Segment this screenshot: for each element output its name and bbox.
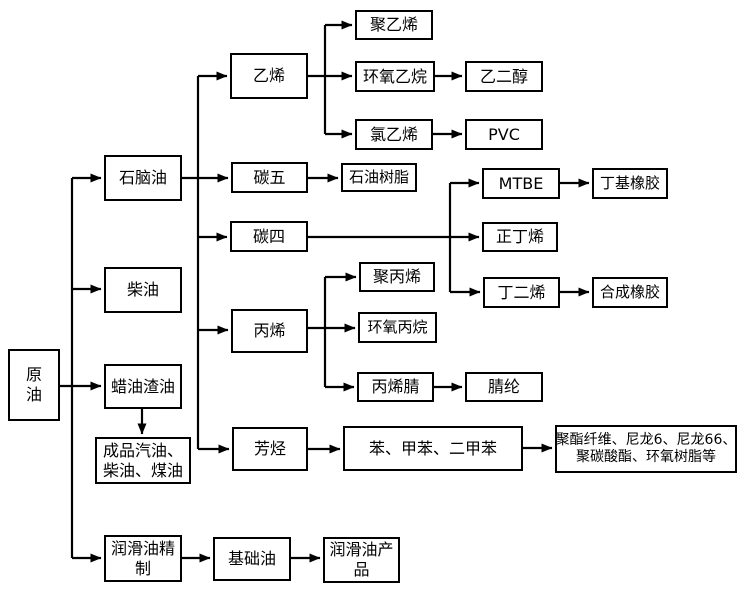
node-label: 原 bbox=[25, 365, 42, 385]
node-label: 柴油 bbox=[126, 280, 159, 300]
node-wax-oil-residue: 蜡油渣油 bbox=[104, 364, 182, 409]
node-vinyl-chloride: 氯乙烯 bbox=[355, 119, 433, 150]
node-label: MTBE bbox=[498, 173, 544, 193]
node-label: 成品汽油、 bbox=[102, 440, 183, 460]
node-ethylene-glycol: 乙二醇 bbox=[465, 61, 543, 92]
node-label: 蜡油渣油 bbox=[110, 376, 175, 396]
node-label: 制 bbox=[134, 558, 151, 578]
node-label: 氯乙烯 bbox=[369, 124, 418, 144]
node-label: 润滑油产 bbox=[329, 540, 394, 560]
node-polyethylene: 聚乙烯 bbox=[355, 10, 433, 40]
node-label: 柴油、煤油 bbox=[102, 460, 183, 480]
node-label: 聚碳酸酯、环氧树脂等 bbox=[576, 449, 716, 465]
node-label: 聚乙烯 bbox=[369, 15, 418, 35]
node-label: 聚丙烯 bbox=[372, 267, 421, 287]
node-label: 丙烯腈 bbox=[371, 377, 420, 397]
node-label: 石脑油 bbox=[118, 168, 167, 188]
node-label: 正丁烯 bbox=[495, 227, 544, 247]
node-diesel: 柴油 bbox=[104, 267, 182, 313]
node-label: 环氧丙烷 bbox=[367, 318, 428, 337]
node-lube-refining: 润滑油精制 bbox=[104, 535, 182, 582]
node-label: 丁基橡胶 bbox=[599, 174, 660, 193]
node-acrylonitrile: 丙烯腈 bbox=[357, 372, 434, 402]
node-label: 乙二醇 bbox=[479, 66, 528, 86]
node-label: 碳五 bbox=[253, 167, 286, 187]
node-label: 基础油 bbox=[227, 549, 276, 569]
node-label: 润滑油精 bbox=[110, 538, 175, 558]
node-ethylene: 乙烯 bbox=[230, 53, 308, 99]
node-lube-products: 润滑油产品 bbox=[323, 537, 400, 583]
node-base-oil: 基础油 bbox=[213, 537, 291, 581]
node-naphtha: 石脑油 bbox=[104, 155, 182, 201]
node-label: 聚酯纤维、尼龙6、尼龙66、 bbox=[555, 431, 737, 448]
node-c4: 碳四 bbox=[230, 221, 308, 252]
node-polypropylene: 聚丙烯 bbox=[359, 262, 435, 292]
node-propylene-oxide: 环氧丙烷 bbox=[358, 312, 437, 343]
node-acrylic-fiber: 腈纶 bbox=[465, 372, 543, 402]
node-polyester-products: 聚酯纤维、尼龙6、尼龙66、聚碳酸酯、环氧树脂等 bbox=[555, 425, 737, 473]
node-label: 环氧乙烷 bbox=[362, 66, 427, 86]
node-butadiene: 丁二烯 bbox=[483, 277, 560, 308]
node-crude-oil: 原油 bbox=[8, 349, 60, 421]
node-label: 丙烯 bbox=[253, 321, 286, 341]
node-finished-fuels: 成品汽油、柴油、煤油 bbox=[95, 437, 191, 484]
edges-group bbox=[60, 20, 590, 563]
node-label: PVC bbox=[488, 124, 520, 144]
node-butyl-rubber: 丁基橡胶 bbox=[592, 168, 668, 199]
node-label: 苯、甲苯、二甲苯 bbox=[368, 438, 497, 458]
node-mtbe: MTBE bbox=[482, 168, 560, 199]
node-pvc: PVC bbox=[465, 119, 543, 150]
node-aromatics: 芳烃 bbox=[232, 427, 308, 471]
node-petroleum-resin: 石油树脂 bbox=[341, 163, 417, 192]
node-label: 品 bbox=[353, 560, 370, 579]
node-label: 芳烃 bbox=[253, 439, 286, 459]
node-n-butene: 正丁烯 bbox=[482, 222, 558, 252]
node-btx: 苯、甲苯、二甲苯 bbox=[343, 426, 523, 471]
node-label: 石油树脂 bbox=[348, 168, 409, 187]
node-label: 合成橡胶 bbox=[599, 283, 660, 302]
node-synthetic-rubber: 合成橡胶 bbox=[592, 277, 668, 308]
node-label: 碳四 bbox=[252, 226, 285, 246]
node-label: 油 bbox=[25, 385, 42, 404]
node-ethylene-oxide: 环氧乙烷 bbox=[355, 61, 435, 92]
node-label: 腈纶 bbox=[487, 377, 520, 397]
node-propylene: 丙烯 bbox=[231, 309, 308, 353]
node-label: 乙烯 bbox=[252, 66, 285, 86]
node-c5: 碳五 bbox=[231, 162, 308, 193]
node-label: 丁二烯 bbox=[497, 282, 546, 302]
